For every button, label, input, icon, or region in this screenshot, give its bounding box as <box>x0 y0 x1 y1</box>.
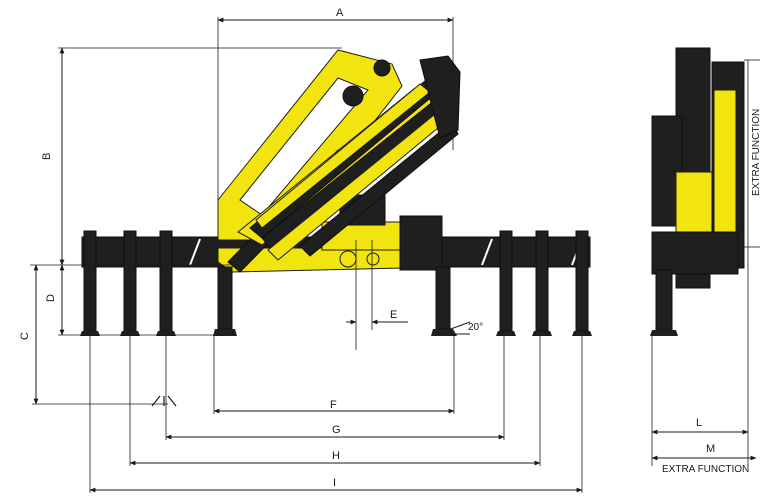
crane-front-view <box>650 47 745 336</box>
dim-label-a: A <box>336 7 344 19</box>
ground-support-tripod <box>151 395 177 407</box>
extension-booms <box>237 69 459 261</box>
dim-label-e: E <box>390 309 397 321</box>
front-boom-yellow <box>713 89 737 241</box>
front-base <box>651 231 739 275</box>
front-dimension-lines <box>651 59 760 466</box>
boom-pivot <box>342 85 364 107</box>
front-leg <box>655 269 673 331</box>
front-pad <box>650 330 678 336</box>
dim-label-c: C <box>19 332 31 340</box>
dim-label-g: G <box>332 424 341 436</box>
control-box <box>399 215 443 271</box>
rotation-bolt <box>339 250 357 268</box>
stabilizer-legs <box>83 230 589 332</box>
dim-label-h: H <box>332 450 340 462</box>
dimension-lines <box>30 17 583 493</box>
extra-function-vertical-label: EXTRA FUNCTION <box>751 109 762 196</box>
angle-label: 20° <box>468 322 483 333</box>
extra-function-label: EXTRA FUNCTION <box>662 464 749 475</box>
dim-label-f: F <box>330 399 337 411</box>
dim-label-i: I <box>333 477 336 489</box>
boom-joint <box>373 59 391 77</box>
dim-label-m: M <box>706 443 715 455</box>
main-boom-cutout <box>239 77 369 216</box>
crane-side-view <box>80 49 592 407</box>
dim-label-l: L <box>696 417 702 429</box>
dim-label-b: B <box>41 153 53 160</box>
rotation-bolt-2 <box>366 252 380 266</box>
boom-tip <box>419 55 461 139</box>
dim-label-d: D <box>45 294 57 302</box>
